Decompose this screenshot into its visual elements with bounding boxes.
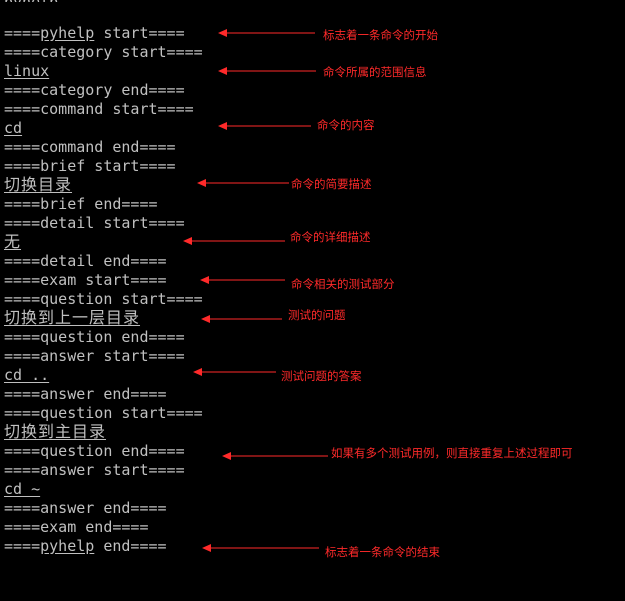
terminal-line: ====answer start==== <box>4 461 185 479</box>
arrow-head <box>200 276 209 284</box>
annotation-command-end: 标志着一条命令的结束 <box>325 545 440 559</box>
annotation-exam: 命令相关的测试部分 <box>291 277 395 291</box>
annotation-category: 命令所属的范围信息 <box>323 65 427 79</box>
terminal-line: ====category end==== <box>4 81 185 99</box>
terminal-line: ====answer start==== <box>4 347 185 365</box>
terminal-line: ====command end==== <box>4 138 176 156</box>
arrow-head <box>183 237 192 245</box>
arrow-head <box>197 179 206 187</box>
clipped-previous-line: pyhelp <box>4 0 58 2</box>
terminal-line: ====command start==== <box>4 100 194 118</box>
annotation-command: 命令的内容 <box>317 118 375 132</box>
annotation-brief: 命令的简要描述 <box>291 177 372 191</box>
terminal-line: ====answer end==== <box>4 385 167 403</box>
terminal-line: ====category start==== <box>4 43 203 61</box>
terminal-line: cd ~ <box>4 480 41 498</box>
annotation-repeat: 如果有多个测试用例，则直接重复上述过程即可 <box>331 446 573 460</box>
terminal-line: ====exam end==== <box>4 518 149 536</box>
clipped-line-text: pyhelp <box>4 0 58 2</box>
arrow-head <box>222 452 231 460</box>
line-suffix: start==== <box>94 24 185 42</box>
arrow-head <box>218 67 227 75</box>
terminal-line: cd <box>4 119 23 137</box>
terminal-line: 切换目录 <box>4 175 73 194</box>
pyhelp-keyword: pyhelp <box>40 537 95 555</box>
terminal-line: 无 <box>4 232 22 251</box>
terminal-line: 切换到上一层目录 <box>4 308 141 327</box>
terminal-line: ====brief end==== <box>4 195 158 213</box>
terminal-line: linux <box>4 62 50 80</box>
terminal-line: ====question end==== <box>4 328 185 346</box>
terminal-line: ====answer end==== <box>4 499 167 517</box>
terminal-line: ====question start==== <box>4 404 203 422</box>
arrow-head <box>201 315 210 323</box>
pyhelp-keyword: pyhelp <box>40 24 95 42</box>
terminal-line: ====question start==== <box>4 290 203 308</box>
annotation-detail: 命令的详细描述 <box>290 230 371 244</box>
line-prefix: ==== <box>4 24 41 42</box>
line-suffix: end==== <box>94 537 167 555</box>
line-prefix: ==== <box>4 537 41 555</box>
terminal-line: ====exam start==== <box>4 271 167 289</box>
arrow-head <box>218 29 227 37</box>
annotation-command-start: 标志着一条命令的开始 <box>323 28 438 42</box>
arrow-head <box>202 544 211 552</box>
terminal-line: ====detail end==== <box>4 252 167 270</box>
terminal-line: ====detail start==== <box>4 214 185 232</box>
terminal-line-pyhelp-start: ====pyhelp start==== <box>4 24 185 43</box>
arrow-head <box>218 122 227 130</box>
arrow-head <box>193 368 202 376</box>
terminal-line-pyhelp-end: ====pyhelp end==== <box>4 537 167 556</box>
terminal-line: ====question end==== <box>4 442 185 460</box>
terminal-line: 切换到主目录 <box>4 422 107 441</box>
annotation-answer: 测试问题的答案 <box>281 369 362 383</box>
annotation-question: 测试的问题 <box>288 308 346 322</box>
terminal-line: ====brief start==== <box>4 157 176 175</box>
terminal-line: cd .. <box>4 366 50 384</box>
